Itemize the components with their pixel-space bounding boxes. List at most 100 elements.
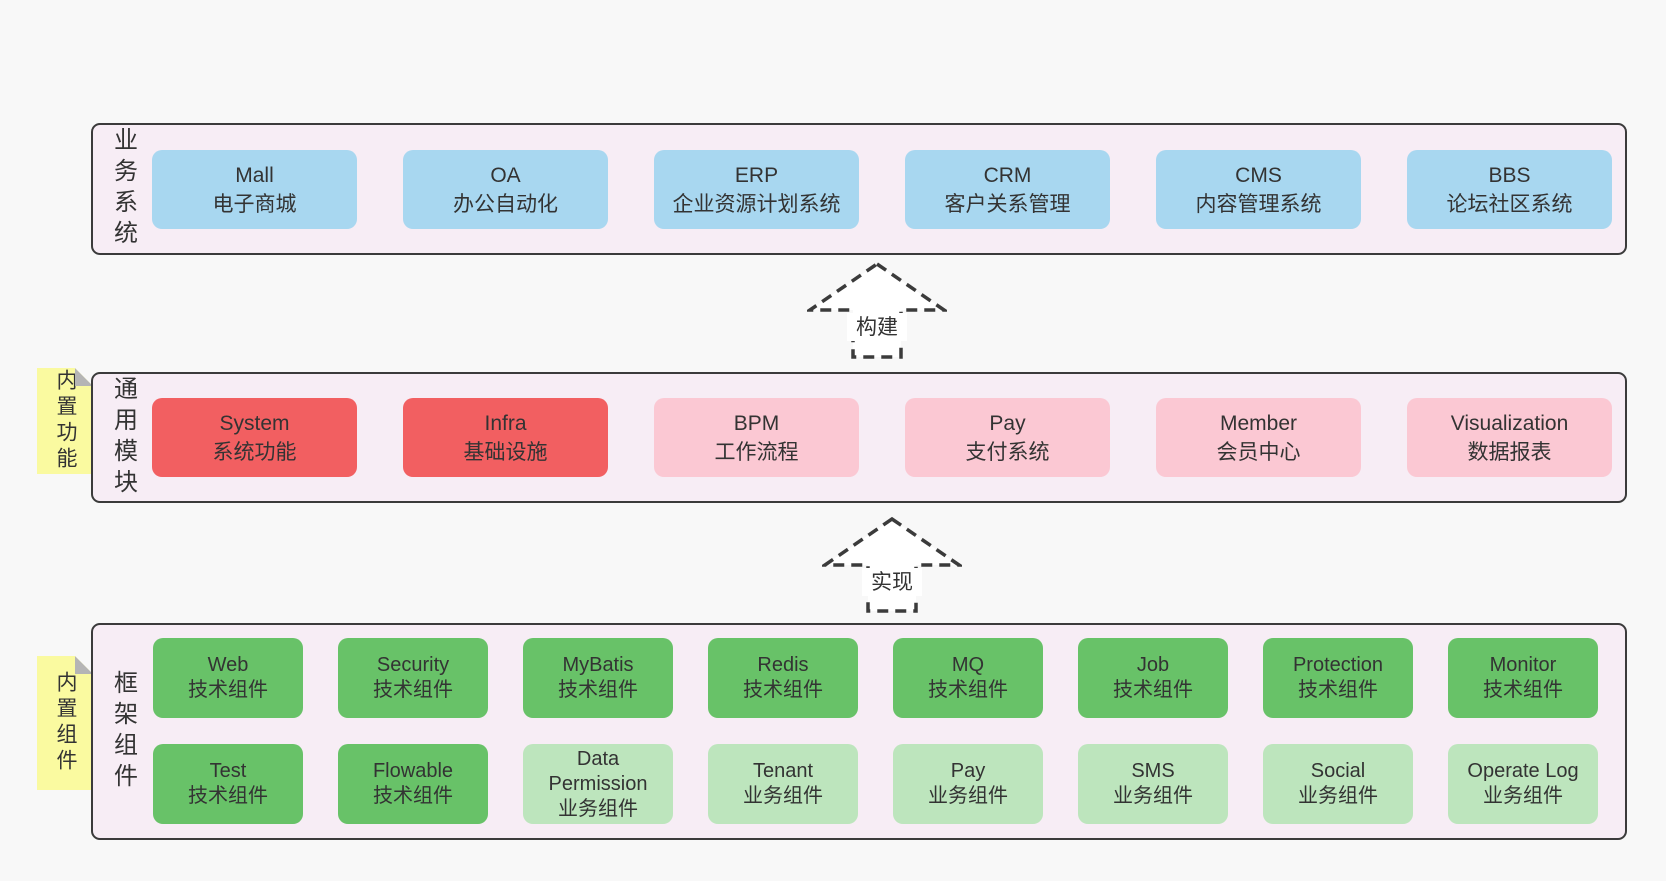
box-protection: Protection 技术组件 [1263, 638, 1413, 718]
components-box-row-2: Test 技术组件 Flowable 技术组件 Data Permission … [153, 744, 1598, 824]
layer-framework-components: 框架组件 Web 技术组件 Security 技术组件 MyBatis 技术组件… [91, 623, 1627, 840]
modules-layer-label: 通用模块 [109, 375, 137, 500]
box-subtitle: 业务组件 [1483, 785, 1563, 807]
box-subtitle: 电子商城 [212, 192, 297, 216]
box-test: Test 技术组件 [153, 744, 303, 824]
box-subtitle: 办公自动化 [453, 192, 558, 216]
sticky-note-builtin-functions: 内置功能 [37, 368, 93, 474]
box-security: Security 技术组件 [338, 638, 488, 718]
box-title: Tenant [752, 760, 814, 782]
box-operate-log: Operate Log 业务组件 [1448, 744, 1598, 824]
box-subtitle: 业务组件 [1113, 785, 1193, 807]
business-layer-label: 业务系统 [109, 127, 137, 251]
box-title: Operate Log [1467, 760, 1579, 782]
box-subtitle: 技术组件 [373, 679, 453, 701]
sticky-label: 内置功能 [54, 369, 77, 473]
box-title: Infra [484, 411, 527, 435]
box-title: Flowable [372, 760, 454, 782]
sticky-label: 内置组件 [54, 671, 77, 775]
box-subtitle: 工作流程 [714, 440, 799, 464]
box-subtitle: 技术组件 [558, 679, 638, 701]
box-title: CMS [1235, 163, 1282, 187]
business-box-row: Mall 电子商城 OA 办公自动化 ERP 企业资源计划系统 CRM 客户关系… [152, 150, 1612, 229]
box-web: Web 技术组件 [153, 638, 303, 718]
box-subtitle: 数据报表 [1467, 440, 1552, 464]
box-title: Member [1219, 411, 1298, 435]
box-pay-component: Pay 业务组件 [893, 744, 1043, 824]
box-title: BBS [1488, 163, 1531, 187]
arrow-label-backdrop [862, 568, 922, 596]
box-title: SMS [1131, 760, 1175, 782]
box-subtitle: 业务组件 [558, 797, 638, 820]
box-system: System 系统功能 [152, 398, 357, 477]
up-arrow-implement-icon: 实现 [822, 516, 962, 613]
box-subtitle: 技术组件 [373, 785, 453, 807]
box-title: Protection [1292, 654, 1384, 676]
box-subtitle: 业务组件 [928, 785, 1008, 807]
box-title: MQ [951, 654, 985, 676]
box-title: BPM [733, 411, 780, 435]
arrow-build-label: 构建 [856, 316, 898, 339]
up-arrow-build-icon: 构建 [807, 261, 947, 359]
box-subtitle: 技术组件 [743, 679, 823, 701]
box-title: Security [376, 654, 450, 676]
box-title: Redis [757, 654, 809, 676]
box-erp: ERP 企业资源计划系统 [654, 150, 859, 229]
box-crm: CRM 客户关系管理 [905, 150, 1110, 229]
box-redis: Redis 技术组件 [708, 638, 858, 718]
box-flowable: Flowable 技术组件 [338, 744, 488, 824]
box-oa: OA 办公自动化 [403, 150, 608, 229]
box-cms: CMS 内容管理系统 [1156, 150, 1361, 229]
box-monitor: Monitor 技术组件 [1448, 638, 1598, 718]
box-social: Social 业务组件 [1263, 744, 1413, 824]
modules-box-row: System 系统功能 Infra 基础设施 BPM 工作流程 Pay 支付系统… [152, 398, 1612, 477]
box-title: Social [1310, 760, 1366, 782]
box-title: Job [1136, 654, 1170, 676]
box-title: MyBatis [562, 654, 634, 676]
components-layer-label: 框架组件 [109, 669, 137, 794]
box-subtitle: 技术组件 [1113, 679, 1193, 701]
box-title: Web [207, 654, 249, 676]
box-data-permission: Data Permission 业务组件 [523, 744, 673, 824]
box-subtitle: 基础设施 [463, 440, 548, 464]
layer-common-modules: 通用模块 System 系统功能 Infra 基础设施 BPM 工作流程 Pay… [91, 372, 1627, 503]
box-bbs: BBS 论坛社区系统 [1407, 150, 1612, 229]
arrow-label-backdrop [847, 313, 907, 341]
box-subtitle: 论坛社区系统 [1446, 192, 1573, 216]
box-title: System [219, 411, 290, 435]
box-subtitle: 企业资源计划系统 [672, 192, 841, 216]
box-pay-module: Pay 支付系统 [905, 398, 1110, 477]
box-mq: MQ 技术组件 [893, 638, 1043, 718]
sticky-note-builtin-components: 内置组件 [37, 656, 93, 790]
box-subtitle: 技术组件 [928, 679, 1008, 701]
box-subtitle: 业务组件 [1298, 785, 1378, 807]
box-tenant: Tenant 业务组件 [708, 744, 858, 824]
box-subtitle: 技术组件 [1298, 679, 1378, 701]
box-title: Visualization [1450, 411, 1569, 435]
box-subtitle: 支付系统 [965, 440, 1050, 464]
box-title: OA [490, 163, 521, 187]
components-box-row-1: Web 技术组件 Security 技术组件 MyBatis 技术组件 Redi… [153, 638, 1598, 718]
box-subtitle: 系统功能 [212, 440, 297, 464]
box-title: Test [209, 760, 247, 782]
box-bpm: BPM 工作流程 [654, 398, 859, 477]
box-title: Pay [989, 411, 1026, 435]
box-subtitle: 业务组件 [743, 785, 823, 807]
layer-business-systems: 业务系统 Mall 电子商城 OA 办公自动化 ERP 企业资源计划系统 CRM… [91, 123, 1627, 255]
box-subtitle: 技术组件 [188, 679, 268, 701]
box-subtitle: 客户关系管理 [944, 192, 1071, 216]
arrow-implement-label: 实现 [871, 571, 913, 594]
arrow-outline [822, 516, 962, 613]
box-title: Pay [950, 760, 986, 782]
box-title: Mall [235, 163, 274, 187]
box-sms: SMS 业务组件 [1078, 744, 1228, 824]
box-infra: Infra 基础设施 [403, 398, 608, 477]
box-title: CRM [983, 163, 1032, 187]
box-subtitle: 技术组件 [1483, 679, 1563, 701]
box-member: Member 会员中心 [1156, 398, 1361, 477]
box-title: Data Permission [548, 747, 648, 795]
box-title: ERP [734, 163, 779, 187]
box-subtitle: 内容管理系统 [1195, 192, 1322, 216]
arrow-outline [807, 261, 947, 359]
box-subtitle: 会员中心 [1216, 440, 1301, 464]
